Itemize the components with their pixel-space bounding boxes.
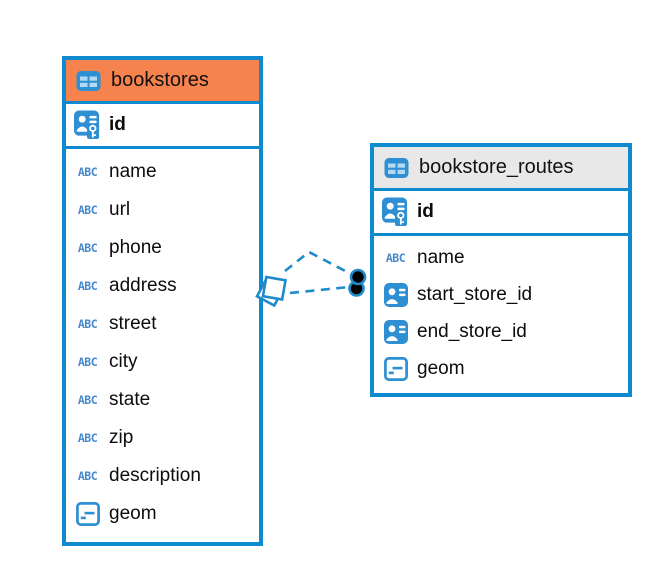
column-row-name[interactable]: ABC name [66, 153, 259, 191]
relationship-line-start-store[interactable] [284, 250, 352, 276]
text-type-icon: ABC [77, 469, 98, 483]
pk-row-bookstores-id[interactable]: id [66, 104, 259, 149]
table-header-bookstore-routes[interactable]: bookstore_routes [374, 147, 628, 191]
column-row-end-store-id[interactable]: end_store_id [374, 313, 628, 350]
column-row-address[interactable]: ABC address [66, 267, 259, 305]
geometry-type-icon [74, 502, 101, 526]
column-row-geom[interactable]: geom [66, 495, 259, 533]
text-type-icon: ABC [77, 355, 98, 369]
text-type-icon: ABC [77, 317, 98, 331]
column-list-routes: ABC name start_store_id [374, 236, 628, 387]
column-row-name[interactable]: ABC name [374, 239, 628, 276]
pk-column-name: id [417, 201, 434, 222]
text-type-icon: ABC [77, 165, 98, 179]
column-row-geom[interactable]: geom [374, 350, 628, 387]
primary-key-icon [74, 110, 101, 140]
text-type-icon: ABC [77, 203, 98, 217]
text-type-icon: ABC [385, 250, 406, 265]
relationship-line-end-store[interactable] [289, 285, 350, 295]
table-name: bookstore_routes [419, 156, 574, 178]
pk-row-routes-id[interactable]: id [374, 191, 628, 236]
text-type-icon: ABC [77, 431, 98, 445]
text-type-icon: ABC [77, 393, 98, 407]
table-icon [383, 157, 410, 179]
table-header-bookstores[interactable]: bookstores [66, 60, 259, 104]
text-type-icon: ABC [77, 279, 98, 293]
column-row-phone[interactable]: ABC phone [66, 229, 259, 267]
geometry-type-icon [382, 356, 409, 381]
text-type-icon: ABC [77, 241, 98, 255]
column-row-zip[interactable]: ABC zip [66, 419, 259, 457]
foreign-key-icon [382, 282, 409, 307]
column-row-start-store-id[interactable]: start_store_id [374, 276, 628, 313]
pk-column-name: id [109, 114, 126, 135]
table-name: bookstores [111, 69, 209, 91]
column-row-url[interactable]: ABC url [66, 191, 259, 229]
primary-key-icon [382, 197, 409, 227]
table-bookstore-routes[interactable]: bookstore_routes id ABC [370, 143, 632, 397]
column-row-city[interactable]: ABC city [66, 343, 259, 381]
column-row-street[interactable]: ABC street [66, 305, 259, 343]
table-icon [75, 70, 102, 92]
table-bookstores[interactable]: bookstores id ABC na [62, 56, 263, 546]
dot-marker[interactable] [348, 268, 367, 297]
column-row-state[interactable]: ABC state [66, 381, 259, 419]
foreign-key-icon [382, 319, 409, 344]
column-list-bookstores: ABC name ABC url ABC phone ABC address A… [66, 149, 259, 533]
column-row-description[interactable]: ABC description [66, 457, 259, 495]
